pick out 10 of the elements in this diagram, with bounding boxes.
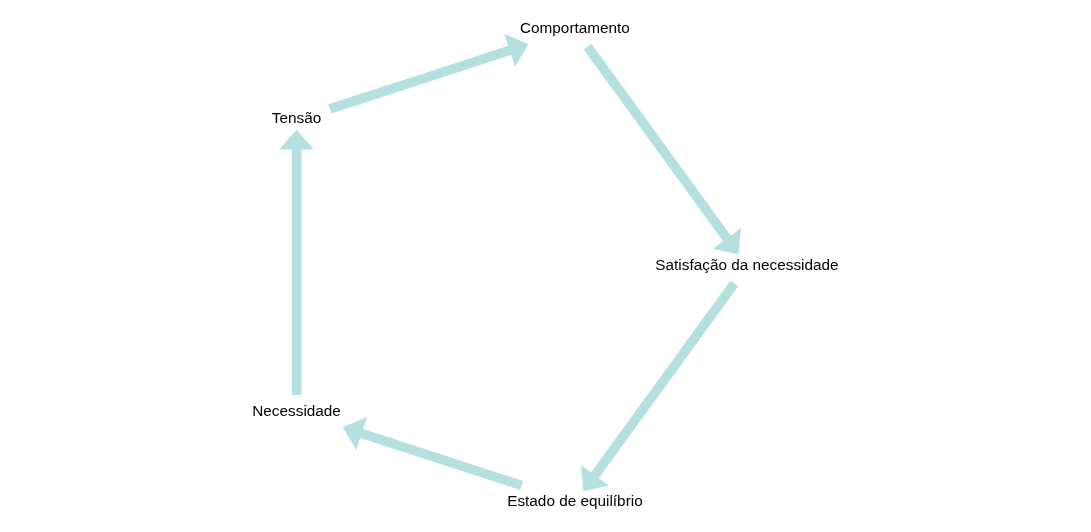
node-text: Estado de equilíbrio [506,492,643,510]
arrow [580,280,738,492]
node-text: Comportamento [519,18,630,36]
arrow [583,43,741,255]
arrow [327,33,529,114]
node-text: Satisfação da necessidade [654,255,839,273]
arrow [278,129,314,395]
node-text: Necessidade [251,401,341,419]
node-text: Tensão [271,109,321,127]
arrow [342,417,523,490]
